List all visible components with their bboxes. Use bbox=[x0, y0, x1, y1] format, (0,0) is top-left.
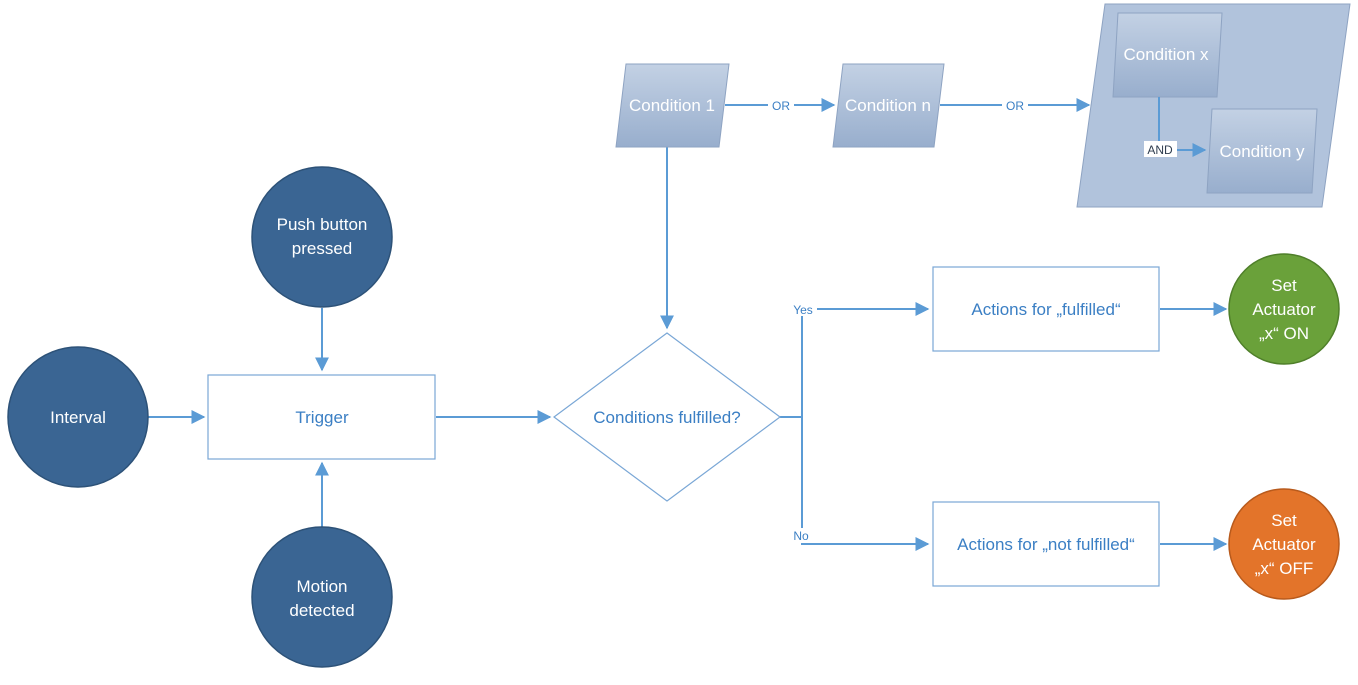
condition-x-label: Condition x bbox=[1123, 45, 1209, 64]
push-button-circle[interactable] bbox=[251, 166, 393, 308]
actions-fulfilled-box[interactable] bbox=[932, 266, 1160, 352]
actuator-on-line2: Actuator bbox=[1252, 300, 1316, 319]
condition-y-label: Condition y bbox=[1219, 142, 1305, 161]
actions-not-fulfilled-box[interactable] bbox=[932, 501, 1160, 587]
and-label-bg bbox=[1144, 141, 1177, 157]
or-label-1: OR bbox=[772, 99, 790, 113]
no-label-bg bbox=[790, 528, 814, 543]
condition-y-shape[interactable] bbox=[1206, 108, 1318, 194]
trigger-box[interactable] bbox=[207, 374, 436, 460]
trigger-label: Trigger bbox=[295, 408, 349, 427]
push-button-label-line1: Push button bbox=[277, 215, 368, 234]
actuator-on-circle[interactable] bbox=[1228, 253, 1340, 365]
condition-1-shape[interactable] bbox=[615, 63, 730, 148]
or-label-2: OR bbox=[1006, 99, 1024, 113]
condition-n-label: Condition n bbox=[845, 96, 931, 115]
push-button-label-line2: pressed bbox=[292, 239, 352, 258]
condition-1-label: Condition 1 bbox=[629, 96, 715, 115]
motion-circle[interactable] bbox=[251, 526, 393, 668]
actuator-off-circle[interactable] bbox=[1228, 488, 1340, 600]
actions-not-fulfilled-label: Actions for „not fulfilled“ bbox=[957, 535, 1135, 554]
actuator-off-line3: „x“ OFF bbox=[1255, 559, 1314, 578]
edge-decision-branch bbox=[780, 302, 930, 418]
no-label: No bbox=[793, 529, 809, 543]
actuator-off-line2: Actuator bbox=[1252, 535, 1316, 554]
edge-decision-no-branch bbox=[801, 417, 930, 551]
actuator-on-line3: „x“ ON bbox=[1259, 324, 1309, 343]
actions-fulfilled-label: Actions for „fulfilled“ bbox=[971, 300, 1121, 319]
or-label-2-bg bbox=[1002, 97, 1028, 113]
yes-label-bg bbox=[789, 301, 817, 316]
motion-label-line2: detected bbox=[289, 601, 354, 620]
decision-diamond[interactable] bbox=[552, 332, 782, 502]
interval-label: Interval bbox=[50, 408, 106, 427]
motion-label-line1: Motion bbox=[296, 577, 347, 596]
actuator-on-line1: Set bbox=[1271, 276, 1297, 295]
actuator-off-line1: Set bbox=[1271, 511, 1297, 530]
and-label: AND bbox=[1147, 143, 1173, 157]
or-label-1-bg bbox=[768, 97, 794, 113]
interval-circle[interactable] bbox=[7, 346, 149, 488]
decision-label: Conditions fulfilled? bbox=[593, 408, 740, 427]
yes-label: Yes bbox=[793, 303, 813, 317]
condition-x-shape[interactable] bbox=[1112, 12, 1223, 98]
condition-n-shape[interactable] bbox=[832, 63, 945, 148]
